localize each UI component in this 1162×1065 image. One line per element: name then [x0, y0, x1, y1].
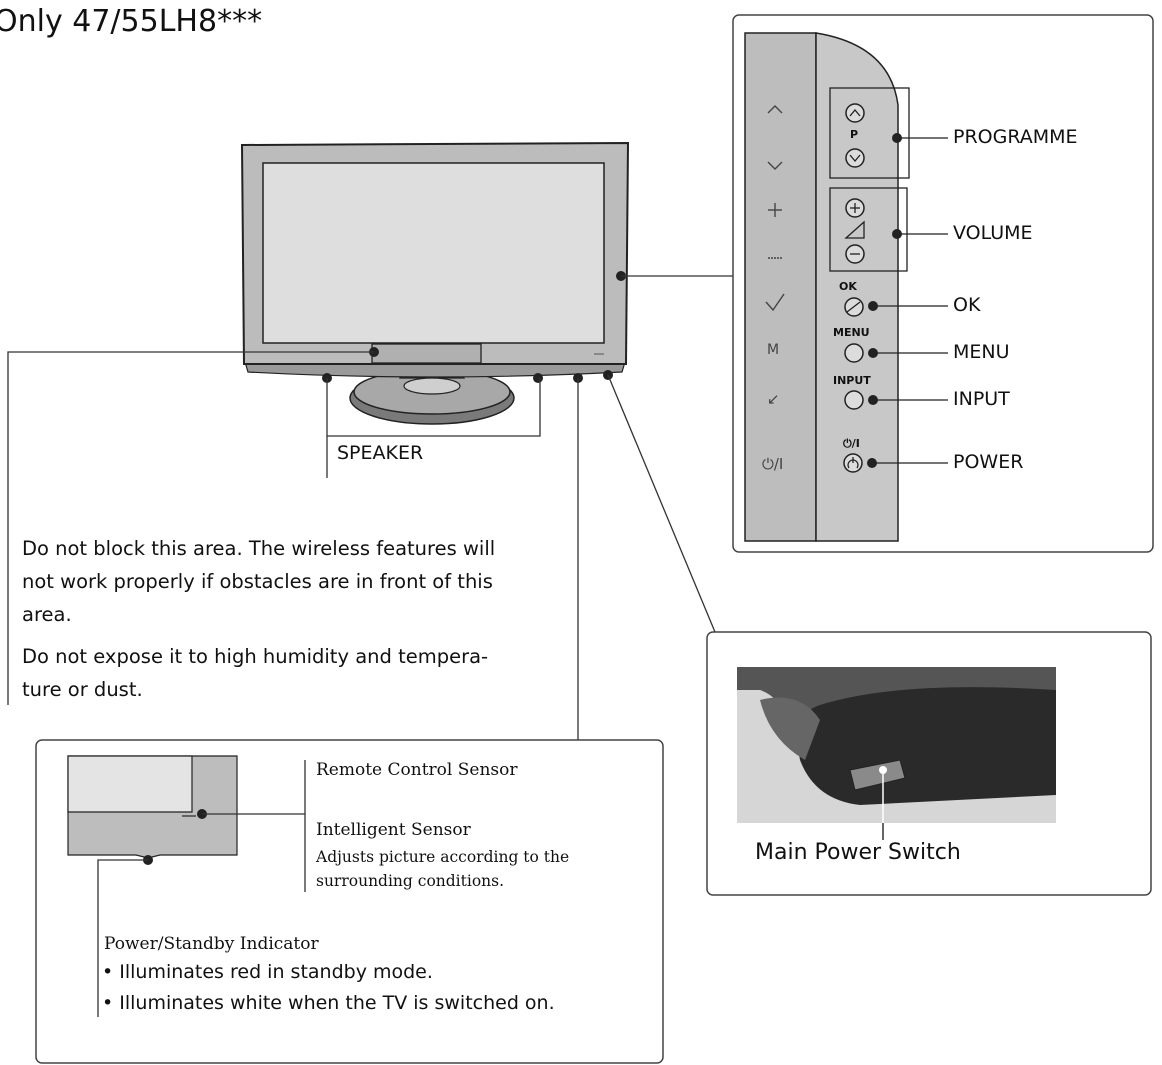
menu-side-icon: M [767, 342, 780, 358]
remote-sensor-label: Remote Control Sensor [316, 760, 518, 780]
ok-button-label: OK [839, 280, 857, 293]
speaker-label: SPEAKER [337, 442, 424, 464]
callout-power: POWER [953, 451, 1024, 473]
wireless-note-line-2: not work properly if obstacles are in fr… [22, 570, 493, 593]
input-side-icon: ↙ [767, 390, 780, 408]
menu-button-label: MENU [833, 326, 870, 339]
leader-lines [7, 275, 733, 740]
p-button-label: P [850, 128, 859, 141]
input-button-label: INPUT [833, 374, 871, 387]
callout-menu: MENU [953, 341, 1010, 363]
tv-illustration [240, 141, 630, 425]
intelligent-desc-line-1: Adjusts picture according to the [316, 848, 570, 866]
sensor-box [35, 739, 664, 1064]
power-indicator-label: Power/Standby Indicator [104, 934, 319, 954]
page-title: Only 47/55LH8*** [0, 4, 263, 39]
intelligent-desc-line-2: surrounding conditions. [316, 872, 505, 890]
control-panel-box [732, 14, 1154, 553]
wireless-note-line-1: Do not block this area. The wireless fea… [22, 537, 496, 560]
power-button-label: ⏻/I [843, 437, 860, 450]
main-power-label: Main Power Switch [755, 840, 961, 865]
intelligent-sensor-label: Intelligent Sensor [316, 820, 471, 840]
wireless-note-line-4: Do not expose it to high humidity and te… [22, 645, 489, 668]
main-power-box [706, 631, 1152, 896]
callout-programme: PROGRAMME [953, 126, 1078, 148]
on-bullet: • Illuminates white when the TV is switc… [102, 992, 555, 1014]
wireless-note-line-3: area. [22, 603, 72, 626]
callout-volume: VOLUME [953, 222, 1033, 244]
wireless-note-line-5: ture or dust. [22, 678, 143, 701]
power-side-icon: ⏻/I [762, 455, 784, 473]
standby-bullet: • Illuminates red in standby mode. [102, 961, 433, 983]
callout-ok: OK [953, 294, 981, 316]
callout-input: INPUT [953, 388, 1010, 410]
